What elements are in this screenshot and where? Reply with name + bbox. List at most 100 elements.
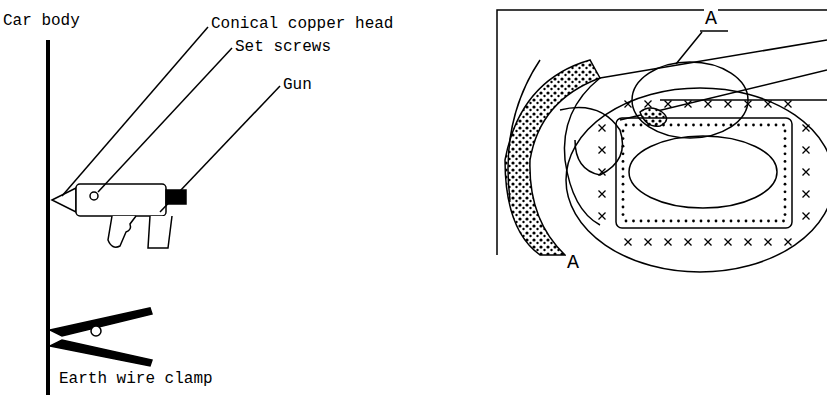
weld-cross (803, 125, 810, 132)
sealant-dot (685, 124, 688, 127)
part-label: Earth wire clamp (58, 370, 214, 388)
sealant-dot (685, 220, 688, 223)
sealant-dot (670, 124, 673, 127)
weld-cross (785, 239, 792, 246)
sealant-dot (784, 198, 787, 201)
weld-cross (705, 101, 712, 108)
sealant-dot (622, 130, 625, 133)
sealant-dot (767, 220, 770, 223)
spray-gun (52, 184, 186, 248)
sealant-dot (622, 137, 625, 140)
sealant-dot (640, 220, 643, 223)
sealant-dot (622, 213, 625, 216)
car-body-panel (46, 40, 50, 395)
weld-cross (599, 169, 606, 176)
sealant-dot (715, 124, 718, 127)
sealant-dot (692, 124, 695, 127)
sealant-dot (782, 220, 785, 223)
sealant-dot (737, 220, 740, 223)
sealant-dot (625, 220, 628, 223)
sealant-dot (622, 175, 625, 178)
sealant-dot (760, 220, 763, 223)
sealant-dot (784, 137, 787, 140)
weld-cross (645, 239, 652, 246)
weld-cross (803, 147, 810, 154)
weld-cross (599, 147, 606, 154)
sealant-dot (784, 213, 787, 216)
part-label: Car body (2, 12, 81, 30)
weld-cross (599, 191, 606, 198)
weld-cross (599, 125, 606, 132)
part-label: Conical copper head (210, 15, 394, 33)
sealant-dot (784, 206, 787, 209)
weld-cross (665, 239, 672, 246)
weld-cross (625, 239, 632, 246)
sealant-dot (622, 190, 625, 193)
detail-circle (632, 62, 748, 138)
sealant-dot (662, 124, 665, 127)
sealant-dot (784, 145, 787, 148)
sealant-dot (775, 124, 778, 127)
sealant-dot (622, 160, 625, 163)
sealant-dot (700, 124, 703, 127)
sealant-dot (784, 175, 787, 178)
sealant-dot (622, 152, 625, 155)
sealant-dot (775, 220, 778, 223)
sealant-dot (622, 206, 625, 209)
weld-cross (803, 213, 810, 220)
weld-cross (745, 101, 752, 108)
sealant-dot (784, 130, 787, 133)
detail-letter: A (704, 8, 718, 30)
sealant-dot (622, 145, 625, 148)
sealant-dot (784, 190, 787, 193)
sealant-dot (752, 220, 755, 223)
sealant-dot (782, 124, 785, 127)
sealant-dot (745, 220, 748, 223)
weld-cross (725, 101, 732, 108)
weld-cross (745, 239, 752, 246)
sealant-dot (625, 124, 628, 127)
sealant-dot (745, 124, 748, 127)
sealant-dot (655, 124, 658, 127)
sealant-dot (670, 220, 673, 223)
sealant-dot (722, 220, 725, 223)
earth-wire-clamp (50, 308, 152, 366)
sealant-dot (655, 220, 658, 223)
sealant-dot (767, 124, 770, 127)
sealant-dot (730, 124, 733, 127)
sealant-dot (622, 198, 625, 201)
sealant-dot (730, 220, 733, 223)
sealant-dot (692, 220, 695, 223)
sealant-dot (760, 124, 763, 127)
sealant-dot (784, 168, 787, 171)
weld-cross (765, 239, 772, 246)
part-label: Set screws (234, 38, 332, 56)
sealant-dot (752, 124, 755, 127)
weld-cross (685, 239, 692, 246)
sealant-dot (707, 124, 710, 127)
wheel-arch (505, 40, 827, 255)
weld-cross (645, 101, 652, 108)
sealant-dot (784, 183, 787, 186)
detail-letter: A (566, 252, 580, 274)
sealant-dot (647, 124, 650, 127)
weld-cross (803, 191, 810, 198)
weld-cross (665, 101, 672, 108)
sealant-dot (700, 220, 703, 223)
weld-cross (765, 101, 772, 108)
sealant-dot (622, 183, 625, 186)
sealant-dot (640, 124, 643, 127)
sealant-dot (722, 124, 725, 127)
sealant-dot (784, 152, 787, 155)
sealant-dot (632, 124, 635, 127)
set-screw (90, 192, 98, 200)
sealant-dot (677, 124, 680, 127)
weld-cross (599, 213, 606, 220)
weld-cross (785, 101, 792, 108)
sealant-dot (707, 220, 710, 223)
part-label: Gun (282, 76, 313, 94)
weld-cross (725, 239, 732, 246)
weld-cross (705, 239, 712, 246)
sealant-dot (715, 220, 718, 223)
